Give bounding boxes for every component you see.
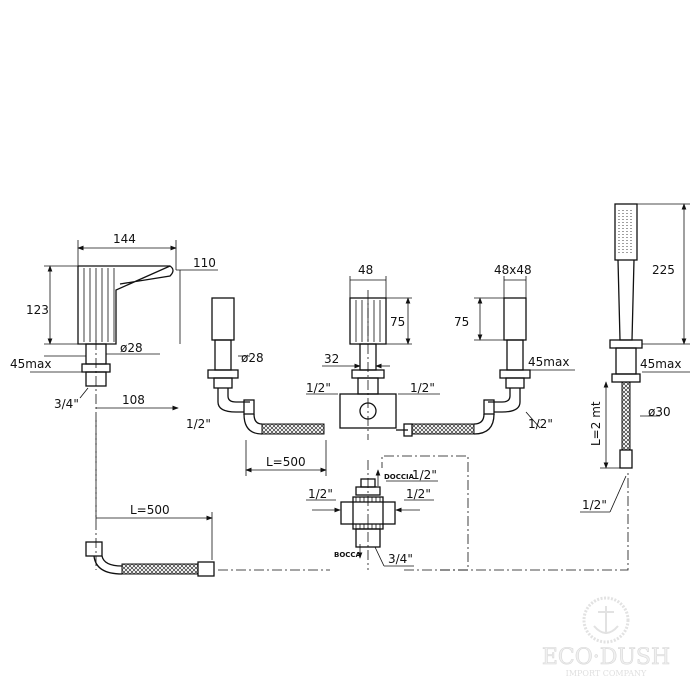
watermark-brand: ECO·DUSH: [542, 645, 670, 670]
connection-lines: [95, 420, 629, 571]
shower-diam-label: ø30: [648, 405, 671, 419]
left-handle-connection-label: 1/2": [186, 417, 211, 431]
spout-reach-label: 110: [193, 256, 216, 270]
mixer-inlet-left-label: 1/2": [306, 381, 331, 395]
spout-connection-label: 3/4": [54, 397, 79, 411]
central-mixer-drawing: [306, 276, 475, 440]
shower-height-label: 225: [652, 263, 675, 277]
shower-hose-length-label: L=2 mt: [589, 401, 603, 446]
handle-size-label: 48x48: [494, 263, 532, 277]
handle-max-label: 45max: [528, 355, 569, 369]
lower-hose-length-label: L=500: [130, 503, 170, 517]
spout-drawing: [30, 240, 218, 570]
spout-width-label: 144: [113, 232, 136, 246]
spout-depth-label: 108: [122, 393, 145, 407]
diverter-inlet-left: 1/2": [308, 487, 333, 501]
brand-watermark: ECO·DUSH IMPORT COMPANY: [542, 596, 670, 678]
diverter-bocca-size: 3/4": [388, 552, 413, 566]
diverter-doccia-label: DOCCIA: [384, 473, 415, 481]
left-handle-diam-label: ø28: [241, 351, 264, 365]
mixer-spacing-label: 32: [324, 352, 339, 366]
right-handle-drawing: [473, 276, 575, 435]
anchor-logo-icon: [582, 596, 630, 644]
hand-shower-drawing: [580, 203, 690, 513]
diverter-doccia-size: 1/2": [412, 468, 437, 482]
shower-connection-label: 1/2": [582, 498, 607, 512]
handle-height-label: 75: [454, 315, 469, 329]
diverter-bocca-label: BOCCA: [334, 551, 362, 559]
diverter-inlet-right: 1/2": [406, 487, 431, 501]
lower-hose-drawing: [85, 512, 215, 577]
diverter-drawing: [306, 460, 438, 570]
upper-hose-length-label: L=500: [266, 455, 306, 469]
spout-max-label: 45max: [10, 357, 51, 371]
spout-height-label: 123: [26, 303, 49, 317]
spout-thread-label: ø28: [120, 341, 143, 355]
mixer-inlet-right-label: 1/2": [410, 381, 435, 395]
mixer-height-label: 75: [390, 315, 405, 329]
left-handle-drawing: [207, 297, 327, 476]
mixer-width-label: 48: [358, 263, 373, 277]
right-handle-connection-label: 1/2": [528, 417, 553, 431]
shower-max-label: 45max: [640, 357, 681, 371]
watermark-tagline: IMPORT COMPANY: [566, 669, 647, 678]
